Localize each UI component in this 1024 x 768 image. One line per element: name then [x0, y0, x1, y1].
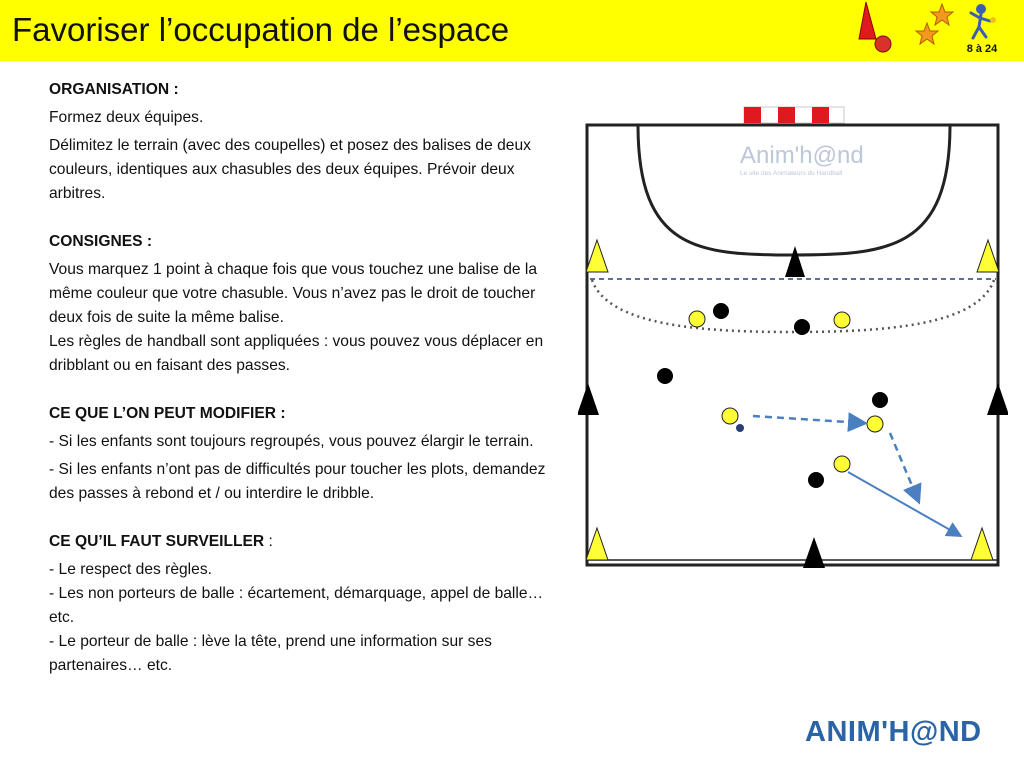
yellow-cone	[585, 238, 609, 273]
court-outline	[585, 123, 1000, 567]
header-bar: Favoriser l’occupation de l’espace 8 à 2…	[0, 0, 1024, 61]
paragraph: - Le porteur de balle : lève la tête, pr…	[49, 633, 492, 674]
black-player	[713, 303, 729, 319]
instructions-text: ORGANISATION : Formez deux équipes. Déli…	[49, 78, 549, 682]
dashed-run-arrow	[752, 412, 868, 433]
ball	[736, 424, 744, 432]
paragraph: - Le respect des règles.	[49, 561, 212, 578]
yellow-player	[833, 311, 851, 329]
animhand-logo: ANIM'H@ND	[805, 716, 982, 748]
page-title: Favoriser l’occupation de l’espace	[12, 11, 510, 48]
black-player	[808, 472, 824, 488]
ball-icon	[874, 35, 892, 53]
handball-field-diagram: Anim'h@nd Le site des Animateurs du Hand…	[578, 106, 1008, 568]
dashed-run-arrow	[888, 432, 922, 505]
section-heading-modifier: CE QUE L’ON PEUT MODIFIER :	[49, 405, 286, 422]
watermark-title: Anim'h@nd	[740, 142, 864, 169]
watermark-subtitle: Le site des Animateurs du Handball	[740, 170, 843, 177]
paragraph: - Si les enfants sont toujours regroupés…	[49, 433, 534, 450]
handball-player-icon	[969, 4, 996, 40]
section-heading-surveiller: CE QU’IL FAUT SURVEILLER :	[49, 530, 549, 554]
black-cone	[785, 246, 805, 277]
heading-text: CE QU’IL FAUT SURVEILLER	[49, 533, 265, 550]
paragraph: - Si les enfants n’ont pas de difficulté…	[49, 461, 546, 502]
paragraph: Délimitez le terrain (avec des coupelles…	[49, 137, 531, 202]
pass-arrow	[847, 471, 963, 537]
header-icons	[858, 1, 996, 53]
yellow-cone	[970, 526, 994, 561]
stars-icon	[914, 2, 955, 46]
yellow-player	[688, 310, 706, 328]
free-throw-line	[590, 279, 996, 334]
heading-suffix: :	[264, 533, 273, 550]
black-player	[872, 392, 888, 408]
section-heading-consignes: CONSIGNES :	[49, 233, 153, 250]
black-cone	[987, 383, 1008, 415]
paragraph: Formez deux équipes.	[49, 109, 204, 126]
black-cone	[803, 537, 825, 568]
yellow-cone	[976, 238, 1000, 273]
paragraph: Vous marquez 1 point à chaque fois que v…	[49, 261, 538, 326]
black-player	[794, 319, 810, 335]
black-cone	[578, 383, 599, 415]
section-heading-organisation: ORGANISATION :	[49, 81, 179, 98]
goal	[743, 106, 845, 124]
cone-icon	[858, 1, 877, 40]
yellow-player	[866, 415, 884, 433]
yellow-cone	[585, 526, 609, 561]
paragraph: - Les non porteurs de balle : écartement…	[49, 585, 544, 626]
goal-area-line	[636, 124, 952, 257]
yellow-player	[833, 455, 851, 473]
black-player	[657, 368, 673, 384]
age-badge: 8 à 24	[966, 43, 998, 55]
paragraph: Les règles de handball sont appliquées :…	[49, 333, 544, 374]
yellow-player	[721, 407, 739, 425]
